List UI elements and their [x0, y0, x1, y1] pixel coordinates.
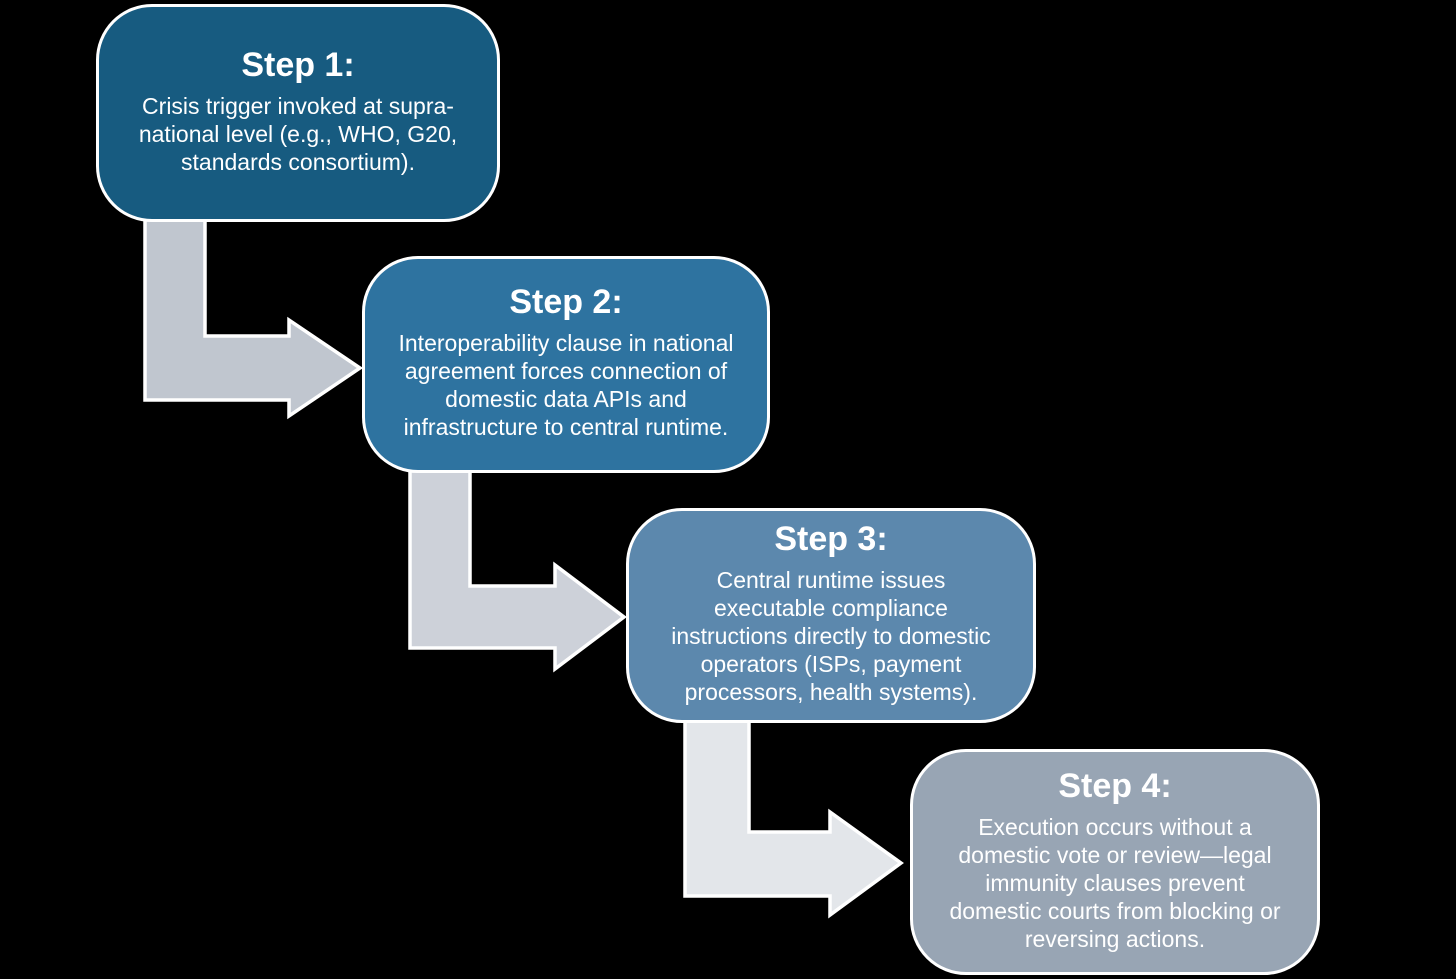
- elbow-arrow-step3-to-step4-icon: [683, 713, 904, 919]
- step-1-body: Crisis trigger invoked at supra- nationa…: [138, 92, 458, 175]
- step-3-box: Step 3: Central runtime issues executabl…: [626, 508, 1036, 723]
- step-2-title: Step 2:: [509, 283, 623, 321]
- step-2-body: Interoperability clause in national agre…: [398, 330, 734, 440]
- step-4-body: Execution occurs without a domestic vote…: [949, 813, 1281, 952]
- step-1-title: Step 1:: [241, 45, 355, 84]
- step-3-body: Central runtime issues executable compli…: [671, 567, 991, 705]
- elbow-arrow-step2-to-step3-icon: [408, 460, 627, 673]
- step-1-box: Step 1: Crisis trigger invoked at supra-…: [96, 4, 500, 222]
- step-2-box: Step 2: Interoperability clause in natio…: [362, 256, 770, 473]
- step-3-title: Step 3:: [774, 520, 888, 558]
- step-4-box: Step 4: Execution occurs without a domes…: [910, 749, 1320, 975]
- step-4-title: Step 4:: [1058, 766, 1172, 805]
- elbow-arrow-step1-to-step2-icon: [143, 208, 364, 420]
